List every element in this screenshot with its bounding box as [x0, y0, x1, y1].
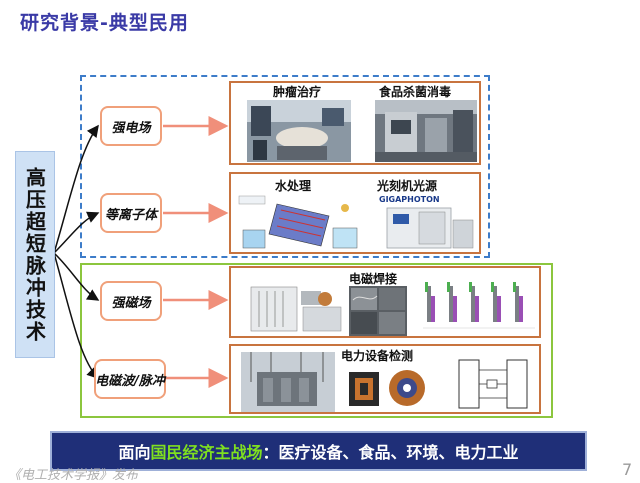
category-strong-magnetic-field: 强磁场 — [100, 281, 162, 321]
category-plasma: 等离子体 — [100, 193, 162, 233]
label-water-treatment: 水处理 — [275, 179, 312, 193]
category-em-pulse: 电磁波/脉冲 — [94, 359, 166, 399]
water-treatment-diagram — [237, 194, 363, 252]
root-technology-label: 高压超短脉冲技术 — [22, 166, 47, 343]
food-sterilization-photo — [375, 100, 477, 162]
label-em-welding: 电磁焊接 — [349, 272, 398, 286]
panel-plasma: 水处理 光刻机光源 GIGAPHOTON — [229, 172, 481, 254]
dashed-group-box — [80, 75, 490, 258]
page-title: 研究背景-典型民用 — [20, 12, 189, 34]
label-food-sterilization: 食品杀菌消毒 — [379, 85, 452, 99]
label-tumor-therapy: 肿瘤治疗 — [273, 85, 322, 99]
summary-banner: 面向国民经济主战场：医疗设备、食品、环境、电力工业 — [50, 431, 587, 471]
coil-photos — [345, 364, 433, 412]
gigaphoton-logo: GIGAPHOTON — [379, 195, 440, 204]
label-power-equipment-detection: 电力设备检测 — [341, 349, 414, 363]
panel-strong-electric-field: 肿瘤治疗 食品杀菌消毒 — [229, 81, 481, 165]
banner-suffix: ：医疗设备、食品、环境、电力工业 — [262, 443, 519, 462]
panel-em-pulse: 电力设备检测 — [229, 344, 541, 414]
tumor-therapy-photo — [247, 100, 351, 162]
category-strong-electric-field: 强电场 — [100, 106, 162, 146]
footer-watermark: 《电工技术学报》发布 — [8, 468, 139, 483]
panel-strong-magnetic-field: 电磁焊接 — [229, 266, 541, 338]
root-technology-box: 高压超短脉冲技术 — [15, 151, 55, 358]
green-group-box — [80, 263, 553, 418]
transformer-photo — [241, 352, 335, 412]
welding-machine-photo — [245, 277, 345, 335]
lithography-machine-photo — [379, 206, 477, 252]
welding-sample-series — [421, 278, 537, 336]
welding-micrograph — [349, 286, 407, 336]
winding-schematic — [451, 356, 537, 412]
banner-prefix: 面向 — [118, 443, 151, 462]
page-number: 7 — [622, 460, 633, 479]
label-lithography-light-source: 光刻机光源 — [377, 179, 438, 193]
banner-highlight: 国民经济主战场 — [150, 443, 263, 462]
